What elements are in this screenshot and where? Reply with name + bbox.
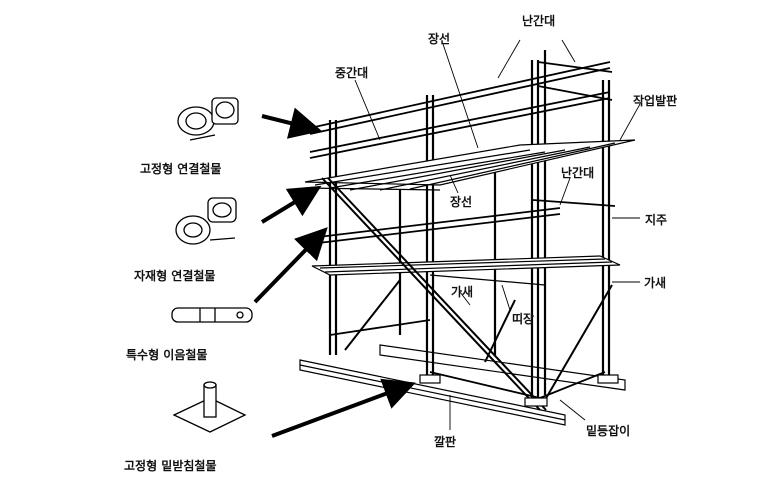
base-plate-caption: 고정형 밑받침철물	[124, 459, 217, 473]
label-brace-right: 가새	[644, 276, 667, 290]
bottom-ties	[329, 319, 606, 399]
label-sill-board: 깔판	[434, 435, 457, 449]
label-ledger-mid: 장선	[450, 195, 473, 209]
base-plate-icon	[172, 381, 247, 433]
leader-lines	[354, 39, 641, 430]
joint-pin-icon	[171, 307, 253, 323]
label-top-guardrail: 난간대	[522, 14, 556, 28]
base-plates	[419, 374, 619, 407]
braces	[321, 177, 613, 411]
swivel-coupler-caption: 자재형 연결철물	[134, 269, 216, 283]
mid-ledgers	[309, 199, 616, 245]
upper-platform	[304, 139, 636, 191]
fixed-coupler-icon	[177, 97, 239, 141]
label-inner-guardrail: 난간대	[561, 166, 595, 180]
pointer-arrows	[253, 107, 416, 438]
label-base-tie: 밑등잡이	[586, 424, 631, 438]
label-mid-rail: 중간대	[335, 66, 369, 80]
lower-platform	[311, 255, 621, 286]
label-tie-beam: 띠장	[512, 312, 535, 326]
label-work-platform: 작업발판	[633, 94, 678, 108]
label-ledger-top: 장선	[428, 32, 451, 46]
label-brace-center: 가새	[451, 285, 474, 299]
sill-boards	[299, 344, 626, 426]
fixed-coupler-caption: 고정형 연결철물	[140, 162, 222, 176]
joint-pin-caption: 특수형 이음철물	[126, 348, 208, 362]
label-standard: 지주	[645, 213, 668, 227]
swivel-coupler-icon	[175, 197, 237, 245]
